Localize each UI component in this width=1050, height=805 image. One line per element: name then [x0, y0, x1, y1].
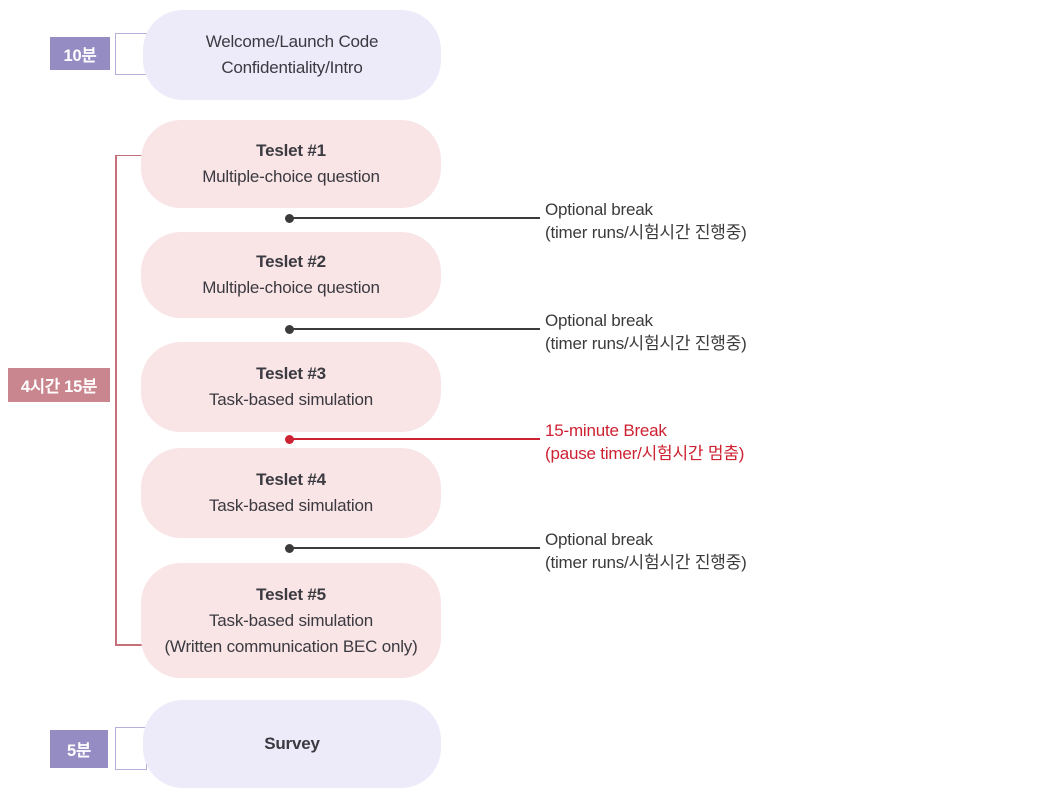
break-2-note: Optional break (timer runs/시험시간 진행중): [545, 309, 747, 355]
bracket-vertical-line: [115, 154, 117, 646]
teslet-4-box: Teslet #4 Task-based simulation: [141, 448, 441, 538]
break-4-note: Optional break (timer runs/시험시간 진행중): [545, 528, 747, 574]
break-4-line1: Optional break: [545, 530, 653, 549]
survey-title: Survey: [264, 734, 320, 753]
teslet-2-title: Teslet #2: [256, 252, 326, 271]
break-3-dot: [285, 434, 294, 444]
teslet-2-subtitle: Multiple-choice question: [202, 278, 380, 297]
teslet-1-box: Teslet #1 Multiple-choice question: [141, 120, 441, 208]
teslet-3-box: Teslet #3 Task-based simulation: [141, 342, 441, 432]
break-2-line: [293, 328, 540, 330]
duration-label-main: 4시간 15분: [8, 368, 110, 402]
teslet-3-subtitle: Task-based simulation: [209, 390, 373, 409]
break-2-line1: Optional break: [545, 311, 653, 330]
break-1-line1: Optional break: [545, 200, 653, 219]
teslet-4-subtitle: Task-based simulation: [209, 496, 373, 515]
teslet-1-subtitle: Multiple-choice question: [202, 167, 380, 186]
teslet-2-box: Teslet #2 Multiple-choice question: [141, 232, 441, 318]
break-1-note: Optional break (timer runs/시험시간 진행중): [545, 198, 747, 244]
duration-label-survey: 5분: [50, 730, 108, 768]
survey-connector-box: [115, 727, 147, 770]
intro-connector-box: [115, 33, 147, 75]
teslet-5-title: Teslet #5: [256, 584, 326, 604]
break-2-dot: [285, 324, 294, 334]
break-4-line: [293, 547, 540, 549]
teslet-5-subtitle: Task-based simulation: [209, 610, 373, 630]
teslet-3-title: Teslet #3: [256, 364, 326, 383]
teslet-4-title: Teslet #4: [256, 470, 326, 489]
break-2-line2: (timer runs/시험시간 진행중): [545, 334, 747, 353]
survey-box: Survey: [143, 700, 441, 788]
break-3-line: [293, 438, 540, 440]
break-1-line2: (timer runs/시험시간 진행중): [545, 223, 747, 242]
break-3-note: 15-minute Break (pause timer/시험시간 멈춤): [545, 419, 744, 465]
intro-line-1: Welcome/Launch Code: [205, 32, 379, 51]
teslet-1-title: Teslet #1: [256, 141, 326, 160]
teslet-5-note: (Written communication BEC only): [164, 636, 418, 656]
intro-line-2: Confidentiality/Intro: [221, 58, 363, 77]
teslet-5-box: Teslet #5 Task-based simulation (Written…: [141, 563, 441, 678]
break-1-dot: [285, 213, 294, 223]
break-3-line2: (pause timer/시험시간 멈춤): [545, 444, 745, 463]
break-1-line: [293, 217, 540, 219]
intro-box: Welcome/Launch Code Confidentiality/Intr…: [143, 10, 441, 100]
bracket-top-hook: [115, 154, 143, 156]
bracket-bottom-hook: [115, 644, 143, 646]
duration-label-intro: 10분: [50, 37, 110, 70]
break-4-line2: (timer runs/시험시간 진행중): [545, 553, 747, 572]
break-4-dot: [285, 543, 294, 553]
break-3-line1: 15-minute Break: [545, 421, 667, 440]
